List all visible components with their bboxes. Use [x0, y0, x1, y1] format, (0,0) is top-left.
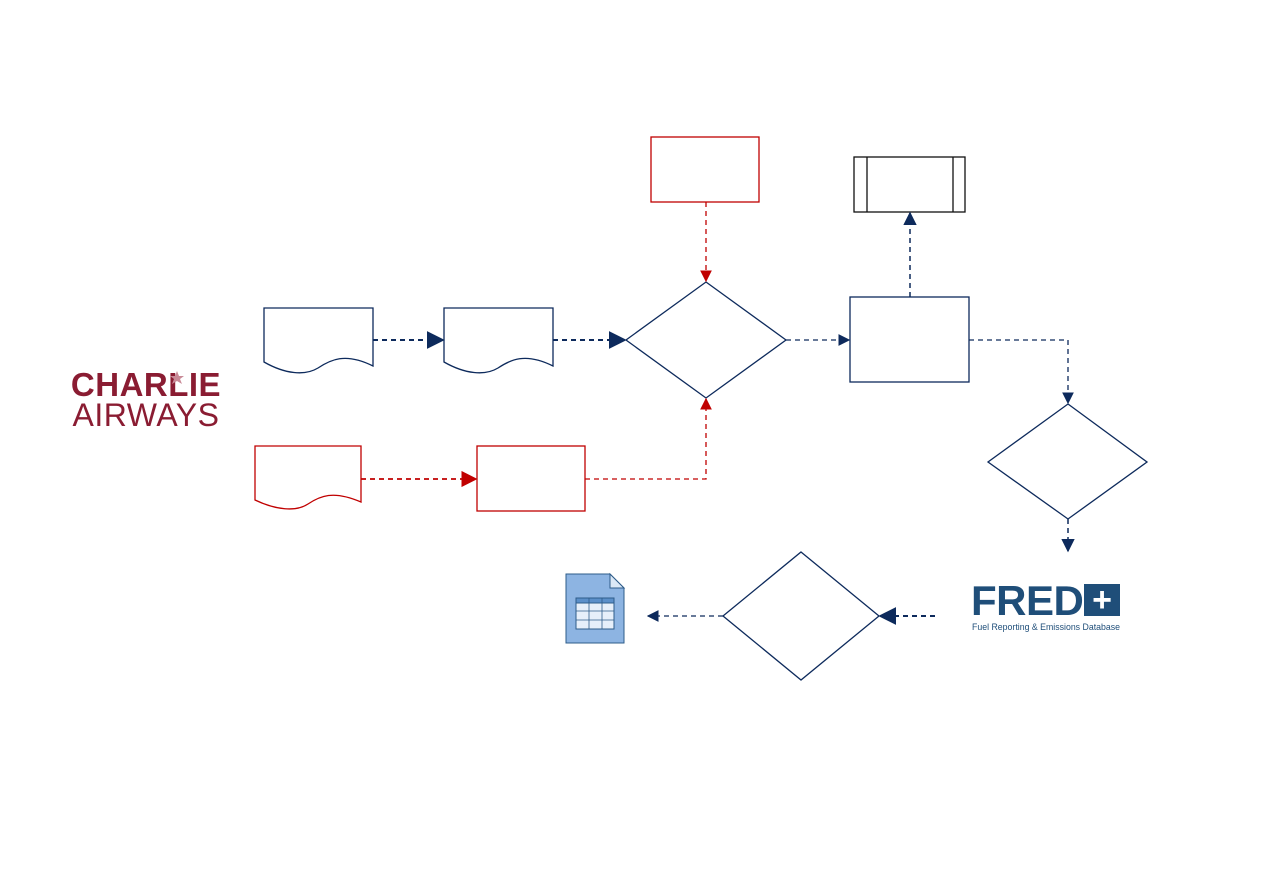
- spreadsheet-icon: [565, 572, 626, 644]
- fred-logo: FRED + Fuel Reporting & Emissions Databa…: [971, 577, 1120, 633]
- document-shape-1: [263, 307, 374, 374]
- fred-logo-subtitle: Fuel Reporting & Emissions Database: [972, 622, 1120, 633]
- decision-diamond-main: [624, 281, 788, 399]
- charlie-airways-logo: CHARLIE AIRWAYS: [71, 366, 221, 433]
- process-box-red-bottom: [476, 445, 586, 512]
- decision-diamond-right: [986, 403, 1149, 520]
- charlie-star-icon: [170, 371, 184, 384]
- fred-plus-icon: +: [1092, 581, 1112, 619]
- connector-red-process-decision: [585, 397, 712, 480]
- decision-diamond-bottom: [721, 551, 881, 681]
- connector-process-decision-right: [969, 339, 1074, 405]
- fred-plus-badge: [1084, 584, 1120, 616]
- charlie-logo-line1: CHARLIE: [71, 366, 221, 403]
- fred-logo-name: FRED: [971, 577, 1083, 624]
- process-box-navy: [849, 296, 970, 383]
- predefined-process-box: [853, 156, 966, 213]
- process-box-red-top: [650, 136, 760, 203]
- document-shape-2: [443, 307, 554, 374]
- charlie-logo-line2: AIRWAYS: [73, 397, 220, 433]
- document-shape-red: [254, 445, 362, 510]
